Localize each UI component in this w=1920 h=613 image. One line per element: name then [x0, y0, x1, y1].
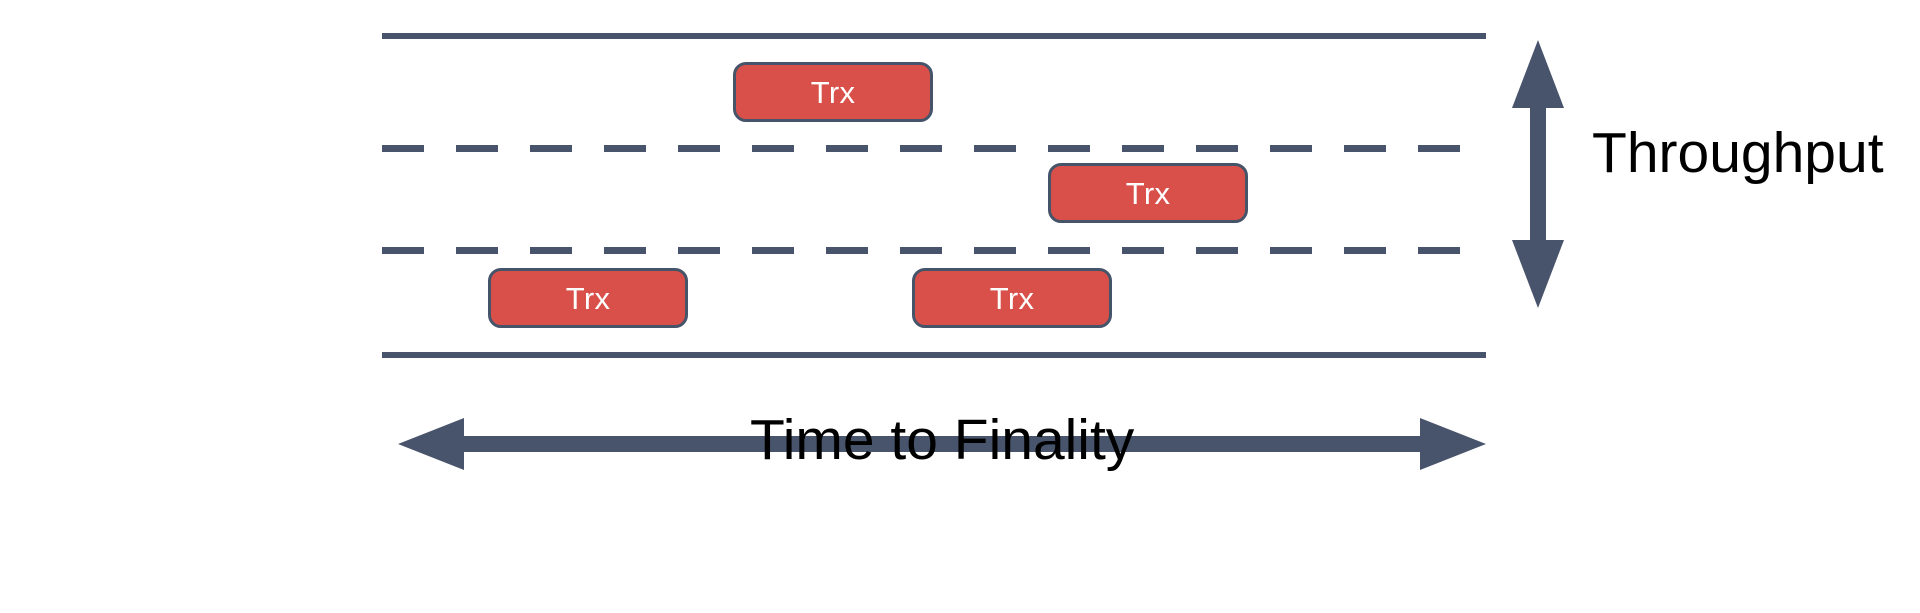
transaction-block-label: Trx	[989, 280, 1035, 316]
throughput-axis-label: Throughput	[1592, 121, 1884, 185]
lane-bottom-boundary-line	[382, 352, 1486, 358]
lane-divider-line-1	[382, 145, 1486, 152]
lane-top-boundary-line	[382, 33, 1486, 39]
transaction-block[interactable]: Trx	[1048, 163, 1248, 223]
transaction-block[interactable]: Trx	[733, 62, 933, 122]
transaction-block-label: Trx	[565, 280, 611, 316]
time-to-finality-axis-label: Time to Finality	[750, 408, 1135, 472]
transaction-block[interactable]: Trx	[912, 268, 1112, 328]
transaction-block[interactable]: Trx	[488, 268, 688, 328]
transaction-block-label: Trx	[1125, 175, 1171, 211]
transaction-block-label: Trx	[810, 74, 856, 110]
time-to-finality-double-arrow-icon	[398, 418, 1486, 470]
lane-divider-line-2	[382, 247, 1486, 254]
throughput-double-arrow-icon	[1512, 40, 1564, 308]
